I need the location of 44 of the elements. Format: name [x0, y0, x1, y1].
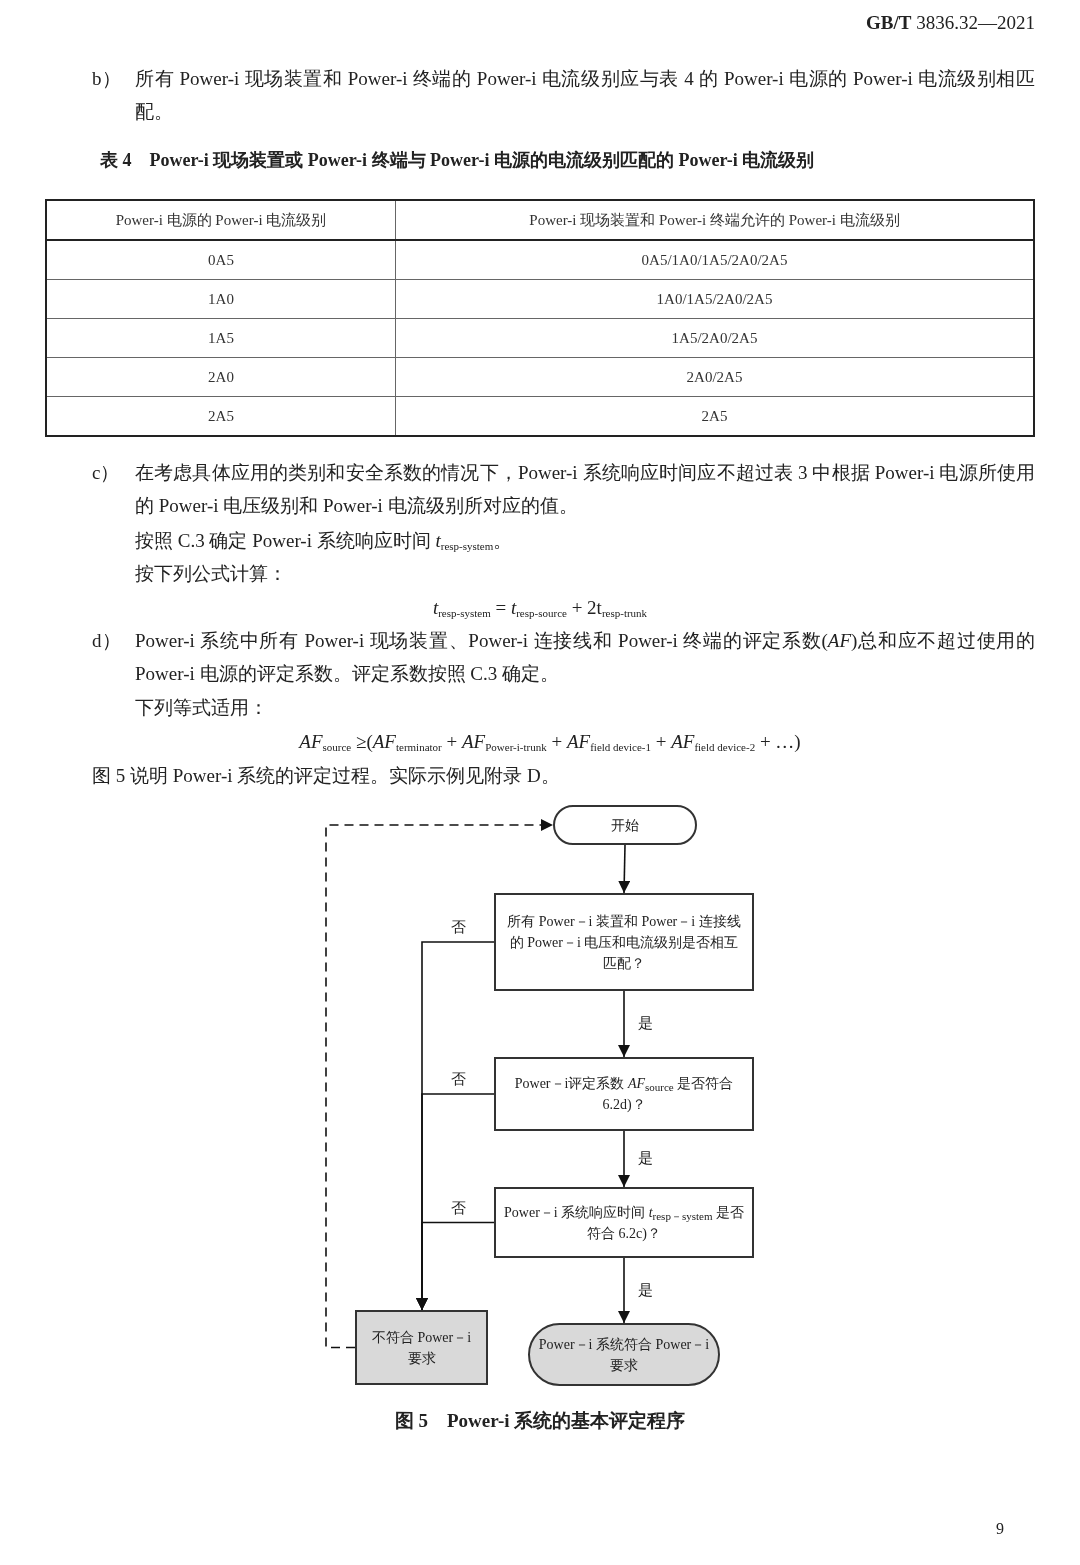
terminal-shape [553, 805, 697, 845]
paragraph: 图 5 说明 Power-i 系统的评定过程。实际示例见附录 D。 [92, 764, 561, 788]
node-text: 不符合 Power－i 要求 [370, 1328, 473, 1368]
current-level-text: 2A0 [46, 357, 396, 397]
list-marker: b） [92, 67, 122, 91]
node-text: Power－i 系统符合 Power－i 要求 [537, 1335, 711, 1375]
formula: t$_{resp-system}$ = t$_{resp-source}$ + 2t$_{resp-trunk}$ [431, 596, 649, 621]
current-level-text: 1A5 [46, 318, 396, 358]
page-number: 9 [995, 1519, 1005, 1539]
edge-label: 否 [449, 918, 468, 936]
edge-label: 否 [449, 1198, 468, 1217]
paragraph: 在考虑具体应用的类别和安全系数的情况下，Power-i 系统响应时间应不超过表 3 中根据 Power-i 电源所使用的 Power-i 电压级别和 Power-i 电流级别所对应的值。 [135, 461, 1035, 518]
edge-label: 是 [636, 1149, 655, 1167]
table-title: 表 4 Power-i 现场装置或 Power-i 终端与 Power-i 电源的电流级别匹配的 Power-i 电流级别 [100, 149, 816, 172]
current-level-text: 0A5 [46, 240, 396, 280]
paragraph: Power-i 系统中所有 Power-i 现场装置、Power-i 连接线和 Power-i 终端的评定系数(AF)总和应不超过使用的 Power-i 电源的评定系数。评定系数按照 C.3 确定。 [135, 629, 1035, 686]
dashed-arrow [325, 819, 554, 1349]
process-box [494, 893, 754, 991]
paragraph: 按照 C.3 确定 Power-i 系统响应时间 t$_{resp-system}$。 [135, 529, 514, 554]
node-text: Power－i 系统响应时间 t$_{resp－system}$ 是否符合 6.2c)？ [503, 1203, 745, 1243]
paragraph: 下列等式适用： [135, 696, 269, 720]
current-level-text: 1A0 [46, 279, 396, 319]
paragraph: 按下列公式计算： [135, 562, 288, 586]
standard-number: GB/T 3836.32—2021 [865, 11, 1035, 35]
arrow [618, 990, 630, 1058]
column-header: Power-i 电源的 Power-i 电流级别 [46, 200, 396, 240]
paragraph: 所有 Power-i 现场装置和 Power-i 终端的 Power-i 电流级别应与表 4 的 Power-i 电源的 Power-i 电流级别相匹配。 [135, 67, 1035, 124]
list-marker: d） [92, 629, 122, 653]
node-text: Power－i评定系数 AF$_{source}$ 是否符合 6.2d)？ [513, 1075, 735, 1114]
arrow [416, 1221, 495, 1311]
edge-label: 否 [449, 1070, 468, 1088]
process-box [355, 1310, 488, 1385]
edge-label: 是 [636, 1280, 655, 1299]
arrow [618, 844, 631, 894]
arrow [618, 1130, 630, 1188]
arrow [618, 1257, 630, 1324]
process-box [494, 1057, 754, 1131]
list-marker: c） [92, 461, 121, 485]
figure-caption: 图 5 Power-i 系统的基本评定程序 [393, 1409, 687, 1433]
edge-label: 是 [636, 1014, 655, 1032]
node-text: 所有 Power－i 装置和 Power－i 连接线的 Power－i 电压和电流级别是否相互匹配？ [506, 912, 742, 973]
process-box [494, 1187, 754, 1258]
formula: AF$_{source}$ ≥(AF$_{terminator}$ + AF$_{Power-i-trunk}$ + AF$_{field device-1}$ + AF$_{field device-2}$ + …) [297, 730, 802, 755]
node-text: 开始 [610, 816, 640, 835]
